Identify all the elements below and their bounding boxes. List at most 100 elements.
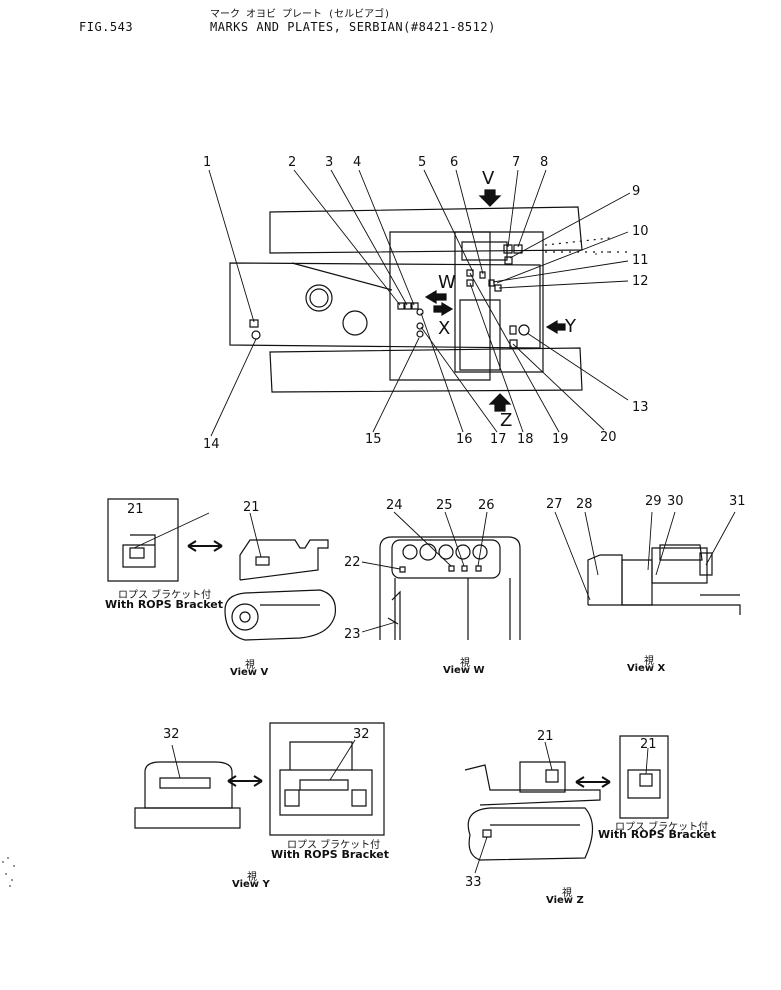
- lever-w: [388, 592, 400, 640]
- callout-22: 22: [344, 555, 361, 570]
- callout-25: 25: [436, 498, 453, 513]
- callout-11: 11: [632, 253, 649, 268]
- track-lower: [270, 348, 582, 392]
- callout-5: 5: [418, 155, 427, 170]
- callout-31: 31: [729, 494, 746, 509]
- seat-back-x: [588, 555, 622, 605]
- callout-32-rops-y: 32: [353, 727, 370, 742]
- gauge-4: [456, 545, 470, 559]
- plate-mark-a: [398, 303, 404, 309]
- round-cover-small: [343, 311, 367, 335]
- track-idler-v: [232, 604, 258, 630]
- callout-30: 30: [667, 494, 684, 509]
- plate-mark-e: [417, 323, 423, 329]
- view-letter-w: W: [438, 272, 456, 293]
- arrow-v: [480, 190, 500, 206]
- view-v-label: View V: [230, 667, 269, 678]
- rops-bracket-z: [628, 770, 660, 798]
- plate-mark-h: [467, 280, 473, 286]
- plate-24-w: [449, 566, 454, 571]
- rops-inset-box-v: [108, 499, 178, 581]
- view-x: [555, 512, 740, 615]
- gauge-2: [420, 544, 436, 560]
- rops-caption-jp-z: ロプス ブラケット付: [615, 822, 709, 833]
- arrow-left-1: [426, 291, 446, 303]
- control-box-x: [652, 548, 707, 583]
- light-right-y: [352, 790, 366, 806]
- dash-panel-w: [392, 540, 500, 578]
- plate-32-y: [160, 778, 210, 788]
- callout-17: 17: [490, 432, 507, 447]
- operator-compartment: [455, 232, 543, 372]
- view-w: [362, 512, 520, 640]
- callout-2: 2: [288, 155, 297, 170]
- callout-16: 16: [456, 432, 473, 447]
- view-y-label: View Y: [232, 879, 270, 890]
- view-w-jp: 視: [460, 658, 470, 669]
- callout-21-view-z: 21: [537, 729, 554, 744]
- machine-front-rops-y: [280, 770, 372, 815]
- figure-number: FIG.543: [79, 20, 134, 34]
- callout-29: 29: [645, 494, 662, 509]
- view-letter-y: Y: [565, 316, 576, 337]
- plate-mark-d: [417, 309, 423, 315]
- callout-14: 14: [203, 437, 220, 452]
- cab-outline: [390, 232, 490, 380]
- cab-side-z: [520, 762, 565, 792]
- machine-cab-v: [240, 540, 328, 580]
- seat-area: [460, 300, 500, 370]
- control-top-x: [660, 545, 702, 560]
- figure-title: MARKS AND PLATES, SERBIAN(#8421-8512): [210, 20, 496, 34]
- round-cover-large: [306, 285, 332, 311]
- leader-21-machine: [250, 513, 261, 557]
- callout-26: 26: [478, 498, 495, 513]
- callout-28: 28: [576, 497, 593, 512]
- callout-3: 3: [325, 155, 334, 170]
- gauge-1: [403, 545, 417, 559]
- plate-31-x: [700, 553, 712, 575]
- callout-24: 24: [386, 498, 403, 513]
- plate-21-machine: [256, 557, 269, 565]
- plate-mark-l: [514, 245, 522, 253]
- callout-7: 7: [512, 155, 521, 170]
- plate-mark-o: [510, 326, 516, 334]
- plate-21-z: [546, 770, 558, 782]
- track-upper: [270, 207, 582, 253]
- callout-6: 6: [450, 155, 459, 170]
- plate-mark-p: [519, 325, 529, 335]
- hood-edge-line: [292, 263, 392, 290]
- round-cover-large-inner: [310, 289, 328, 307]
- scan-speckle: [2, 251, 609, 887]
- view-letter-v: V: [482, 168, 495, 189]
- plate-mark-f: [417, 331, 423, 337]
- top-plan-view: [209, 170, 630, 436]
- double-arrow-y: [228, 776, 262, 786]
- gauge-5: [473, 545, 487, 559]
- view-z-jp: 視: [562, 888, 572, 899]
- callout-21-view-v: 21: [243, 500, 260, 515]
- machine-front-y: [145, 762, 232, 808]
- callout-10: 10: [632, 224, 649, 239]
- plate-33-z: [483, 830, 491, 837]
- view-z: [465, 736, 668, 873]
- plate-mark-m: [505, 257, 512, 264]
- view-v: [108, 499, 335, 640]
- plate-mark-j: [489, 280, 494, 286]
- arrow-y: [547, 321, 565, 333]
- callout-21-rops-z: 21: [640, 737, 657, 752]
- engine-hood: [230, 263, 540, 348]
- view-y: [135, 723, 384, 835]
- view-x-jp: 視: [644, 656, 654, 667]
- leader-21-inset: [134, 513, 209, 548]
- callout-23: 23: [344, 627, 361, 642]
- plate-26-w: [476, 566, 481, 571]
- rops-caption-en-z: With ROPS Bracket: [598, 828, 716, 841]
- leader-lines: [209, 170, 630, 436]
- japanese-title: マーク オヨビ プレート (セルビアゴ): [210, 9, 391, 20]
- blade-y: [135, 808, 240, 828]
- callout-8: 8: [540, 155, 549, 170]
- plate-21-rops-z: [640, 774, 652, 786]
- machine-body-z: [465, 765, 600, 805]
- plate-mark-c: [412, 303, 418, 309]
